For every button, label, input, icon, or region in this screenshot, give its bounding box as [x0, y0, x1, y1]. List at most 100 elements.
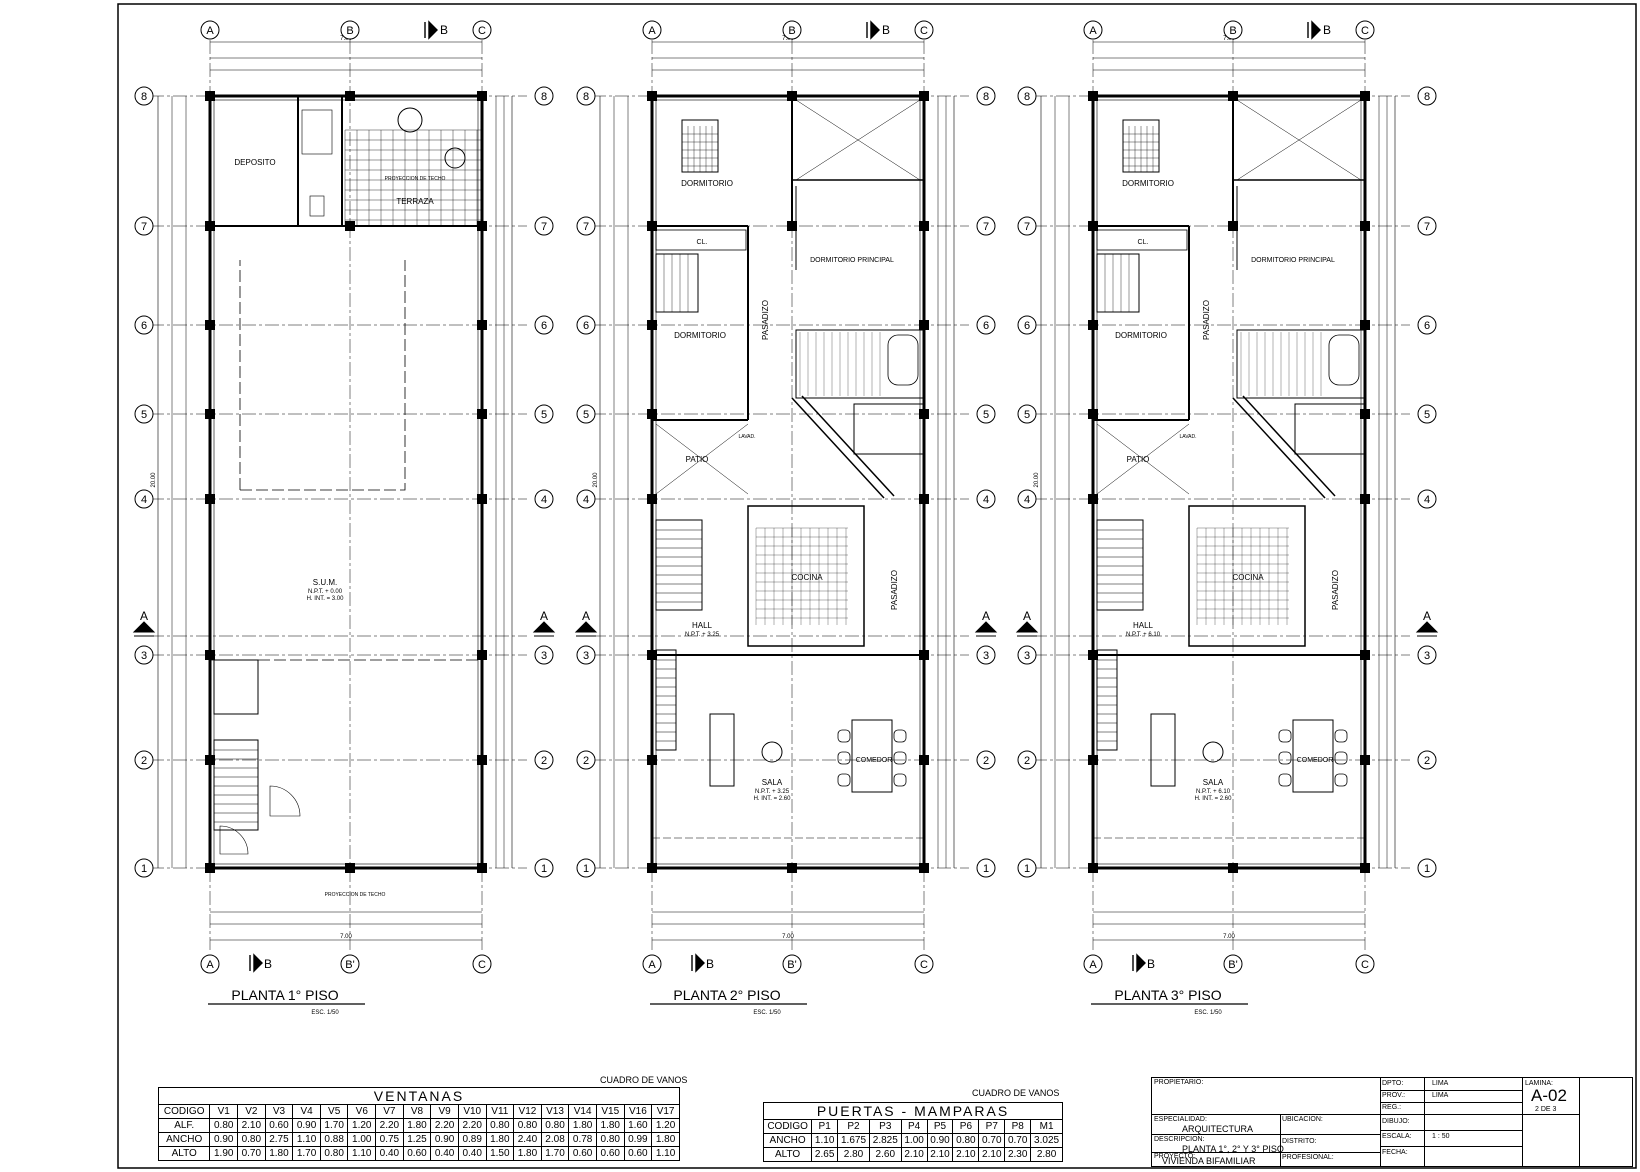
- bed-icon: [1096, 253, 1140, 313]
- table-header-row-cell: P6: [952, 1119, 980, 1134]
- overall-width-dim-bottom: 7.00: [782, 934, 794, 940]
- closet: [1096, 229, 1188, 251]
- projection-dashed: [239, 260, 406, 491]
- axis-label-left: 1: [583, 863, 589, 875]
- tb-line: [1380, 1090, 1522, 1091]
- axis-label-bottom: C: [1361, 959, 1369, 971]
- table-row-cell: ALTO: [157, 1146, 211, 1161]
- axis-bubble-right: [976, 315, 996, 335]
- structural-column: [919, 91, 929, 101]
- table-row-cell: 0.60: [568, 1146, 597, 1161]
- axis-label-right: 5: [541, 409, 547, 421]
- table-header-row-cell: V2: [237, 1104, 266, 1119]
- axis-label-left: 5: [1024, 409, 1030, 421]
- table-row-cell: 2.80: [1030, 1147, 1063, 1162]
- axis-label-right: 2: [983, 755, 989, 767]
- outer-wall: [650, 94, 926, 870]
- table-header-row-cell: CODIGO: [762, 1119, 813, 1134]
- section-label-b-top: B: [440, 23, 448, 37]
- table-row-cell: 1.10: [292, 1132, 321, 1147]
- axis-bubble-left: [576, 858, 596, 878]
- axis-bubble-left: [576, 489, 596, 509]
- room-label-projection: PROYECCION DE TECHO: [385, 176, 446, 182]
- axis-bubble-right: [1417, 645, 1437, 665]
- tb-vline: [1424, 1078, 1425, 1166]
- table-row-cell: 0.40: [375, 1146, 404, 1161]
- plan-scale-3: ESC. 1/50: [1194, 1010, 1222, 1016]
- inner-wall-face: [213, 99, 479, 865]
- sheet-of: 2 DE 3: [1535, 1106, 1557, 1113]
- diagonal-wall: [791, 397, 885, 499]
- plan-title-3: PLANTA 3° PISO: [1114, 987, 1221, 1003]
- room-label-sum: S.U.M.: [313, 578, 337, 587]
- structural-column: [1360, 320, 1370, 330]
- windows-table-title: VENTANAS: [158, 1087, 680, 1105]
- table-row-cell: 2.65: [811, 1147, 839, 1162]
- axis-label-right: 4: [983, 494, 989, 506]
- chair-icon: [1278, 773, 1292, 787]
- axis-label-right: 6: [541, 320, 547, 332]
- table-row-cell: 1.675: [837, 1133, 870, 1148]
- axis-bubble-right: [534, 86, 554, 106]
- section-label-a-right: A: [1423, 609, 1431, 623]
- axis-label-bottom: B': [787, 959, 796, 971]
- table-row-cell: 2.20: [375, 1118, 404, 1133]
- table-header-row-cell: P8: [1004, 1119, 1032, 1134]
- axis-bubble-left: [1017, 750, 1037, 770]
- table-row-cell: 1.80: [513, 1146, 542, 1161]
- axis-bubble-bottom: [642, 954, 662, 974]
- table-header-row-cell: P7: [978, 1119, 1006, 1134]
- axis-bubble-right: [534, 489, 554, 509]
- proyecto-value: VIVIENDA BIFAMILIAR: [1162, 1156, 1256, 1166]
- table-row-cell: ANCHO: [762, 1133, 813, 1148]
- table-row-cell: 1.80: [595, 1118, 625, 1133]
- dibujo-label: DIBUJO:: [1382, 1118, 1410, 1125]
- axis-label-bottom: B': [345, 959, 354, 971]
- room-label-dormitorio: DORMITORIO: [1122, 179, 1174, 188]
- axis-label-right: 3: [541, 650, 547, 662]
- table-row-cell: 0.60: [402, 1146, 432, 1161]
- master-bath: [795, 329, 925, 399]
- axis-label-right: 2: [1424, 755, 1430, 767]
- axis-label-left: 4: [1024, 494, 1030, 506]
- axis-label-left: 4: [141, 494, 147, 506]
- table-row-cell: 0.90: [430, 1132, 459, 1147]
- table-header-row-cell: P2: [837, 1119, 870, 1134]
- chair-icon: [1278, 729, 1292, 743]
- structural-column: [1360, 91, 1370, 101]
- dining-table-icon: [1292, 719, 1334, 793]
- axis-label-left: 6: [583, 320, 589, 332]
- axis-bubble-left: [576, 86, 596, 106]
- table-header-row-cell: V1: [209, 1104, 239, 1119]
- axis-label-left: 7: [141, 221, 147, 233]
- toilet-icon: [309, 195, 325, 217]
- table-header-row-cell: V8: [402, 1104, 432, 1119]
- kitchen: [1188, 505, 1306, 647]
- table-row-cell: 1.50: [485, 1146, 515, 1161]
- structural-column: [205, 863, 215, 873]
- chair-icon: [837, 751, 851, 765]
- axis-bubble-bottom: [914, 954, 934, 974]
- section-label-b-bottom: B: [1147, 957, 1155, 971]
- structural-column: [919, 320, 929, 330]
- table-row-cell: 0.80: [237, 1132, 266, 1147]
- axis-label-right: 8: [541, 91, 547, 103]
- outer-wall: [1091, 94, 1367, 870]
- table-row-cell: 0.99: [623, 1132, 653, 1147]
- table-row-cell: 2.80: [837, 1147, 870, 1162]
- tb-line: [1152, 1134, 1380, 1135]
- structural-column: [205, 409, 215, 419]
- plant-icon: [761, 741, 783, 763]
- axis-bubble-left: [576, 315, 596, 335]
- level-label: N.P.T. + 6.10: [1196, 789, 1231, 795]
- level-label: N.P.T. + 3.25: [755, 789, 790, 795]
- table-row-cell: 0.80: [540, 1118, 570, 1133]
- bed-icon: [655, 253, 699, 313]
- axis-bubble-left: [576, 750, 596, 770]
- room-label-lavanderia: LAVAD.: [1179, 434, 1196, 440]
- table-row-cell: 2.60: [868, 1147, 902, 1162]
- title-block-sheet: LAMINA: A-02 2 DE 3: [1522, 1078, 1633, 1166]
- table-header-row-cell: P1: [811, 1119, 839, 1134]
